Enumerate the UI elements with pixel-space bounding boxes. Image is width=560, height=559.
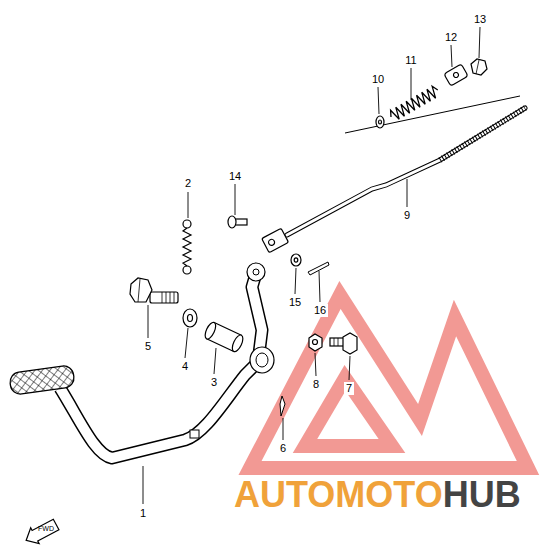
rod-joint bbox=[444, 64, 468, 86]
callout-number: 11 bbox=[403, 54, 418, 67]
washer bbox=[183, 309, 197, 327]
callout-number: 15 bbox=[287, 296, 303, 309]
watermark-text: HUB bbox=[443, 477, 521, 513]
callout-number: 6 bbox=[278, 442, 288, 455]
washer bbox=[291, 254, 301, 266]
clevis-pin bbox=[228, 216, 247, 228]
adjuster-nut bbox=[471, 59, 487, 75]
adjuster-spring bbox=[388, 85, 441, 122]
callout-number: 8 bbox=[311, 378, 321, 391]
arrow-label: FWD bbox=[38, 525, 54, 532]
callout-number: 2 bbox=[183, 177, 193, 190]
stopper-bolt bbox=[330, 333, 357, 354]
callout-number: 12 bbox=[443, 31, 459, 44]
callout-number: 4 bbox=[180, 360, 190, 373]
cotter-pin bbox=[308, 262, 329, 275]
bushing bbox=[203, 321, 245, 353]
return-spring bbox=[183, 220, 191, 274]
callout-number: 13 bbox=[472, 13, 488, 26]
watermark-text: AUTOMOTO bbox=[234, 477, 443, 513]
washer bbox=[376, 116, 384, 128]
leader-lines bbox=[143, 27, 480, 504]
callout-number: 16 bbox=[312, 304, 328, 317]
callout-number: 9 bbox=[402, 209, 412, 222]
brake-rod bbox=[262, 108, 525, 253]
callout-number: 1 bbox=[138, 507, 148, 520]
pivot-bolt bbox=[130, 278, 178, 303]
watermark-logo bbox=[250, 295, 528, 468]
callout-number: 5 bbox=[143, 340, 153, 353]
forward-arrow bbox=[22, 517, 60, 549]
nut bbox=[309, 334, 322, 351]
brake-pedal bbox=[9, 263, 274, 458]
callout-number: 14 bbox=[227, 170, 243, 183]
callout-number: 10 bbox=[370, 73, 386, 86]
cotter-pin bbox=[280, 396, 285, 416]
callout-number: 7 bbox=[344, 382, 354, 395]
callout-number: 3 bbox=[209, 376, 219, 389]
